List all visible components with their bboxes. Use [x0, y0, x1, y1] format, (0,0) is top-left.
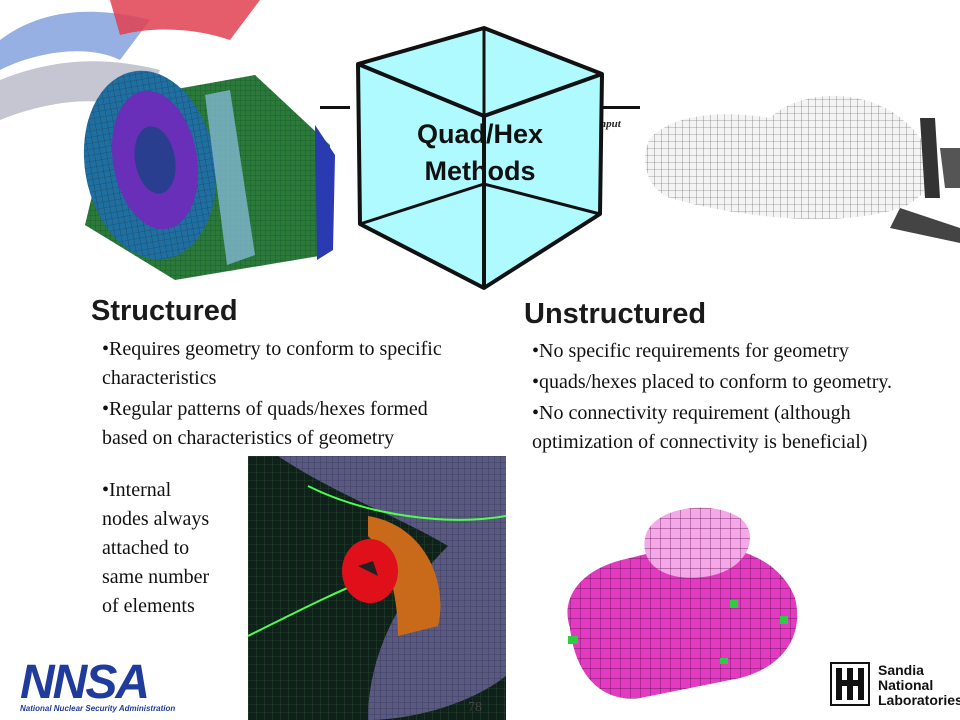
unstructured-magenta-mesh-image	[567, 507, 798, 699]
sandia-line-3: Laboratories	[878, 692, 960, 708]
unstructured-bullet-list: No specific requirements for geometry qu…	[532, 337, 932, 459]
unstructured-bullet-1: No specific requirements for geometry	[532, 337, 932, 366]
sandia-logo: Sandia National Laboratories	[830, 660, 960, 715]
cube-title-line1: Quad/Hex	[416, 119, 544, 149]
structured-internal-nodes-bullet: •Internal nodes always attached to same …	[102, 476, 242, 621]
internal-line-1: •Internal	[102, 479, 172, 501]
quad-hex-cube-diagram	[356, 26, 604, 290]
internal-line-4: same number	[102, 566, 210, 588]
nnsa-logo-subtitle: National Nuclear Security Administration	[20, 704, 176, 713]
sandia-logo-text: Sandia National Laboratories	[878, 663, 960, 708]
page-number: 78	[468, 700, 482, 715]
sandia-line-2: National	[878, 677, 934, 693]
decorative-swoosh	[0, 0, 260, 120]
structured-bullet-list: Requires geometry to conform to specific…	[102, 335, 442, 455]
sandia-thunderbird-icon	[830, 662, 870, 706]
nnsa-logo-text: NNSA	[20, 656, 150, 709]
structured-bullet-2: Regular patterns of quads/hexes formed b…	[102, 395, 442, 453]
internal-line-3: attached to	[102, 537, 190, 559]
structured-bullet-1: Requires geometry to conform to specific…	[102, 335, 442, 393]
sandia-line-1: Sandia	[878, 662, 924, 678]
cube-title-line2: Methods	[424, 156, 536, 186]
structured-cylinder-mesh-image	[83, 70, 335, 280]
internal-line-2: nodes always	[102, 508, 210, 530]
connector-line-right	[600, 106, 640, 109]
nnsa-logo: NNSA National Nuclear Security Administr…	[20, 655, 180, 715]
connector-line-left	[320, 106, 350, 109]
internal-line-5: of elements	[102, 595, 195, 617]
structured-heading: Structured	[91, 295, 238, 327]
unstructured-shell-mesh-image	[645, 95, 960, 243]
unstructured-bullet-2: quads/hexes placed to conform to geometr…	[532, 368, 932, 397]
input-label: nput	[600, 118, 621, 130]
unstructured-bullet-3: No connectivity requirement (although op…	[532, 399, 932, 457]
cube-title: Quad/Hex Methods	[380, 116, 580, 190]
structured-internal-mesh-image	[248, 456, 506, 720]
unstructured-heading: Unstructured	[524, 298, 707, 330]
